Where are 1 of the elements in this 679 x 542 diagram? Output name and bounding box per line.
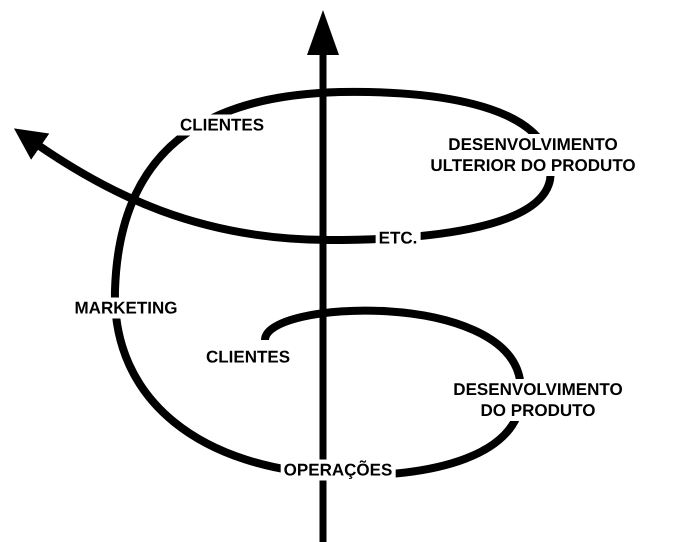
stage-label: OPERAÇÕES <box>280 460 396 480</box>
